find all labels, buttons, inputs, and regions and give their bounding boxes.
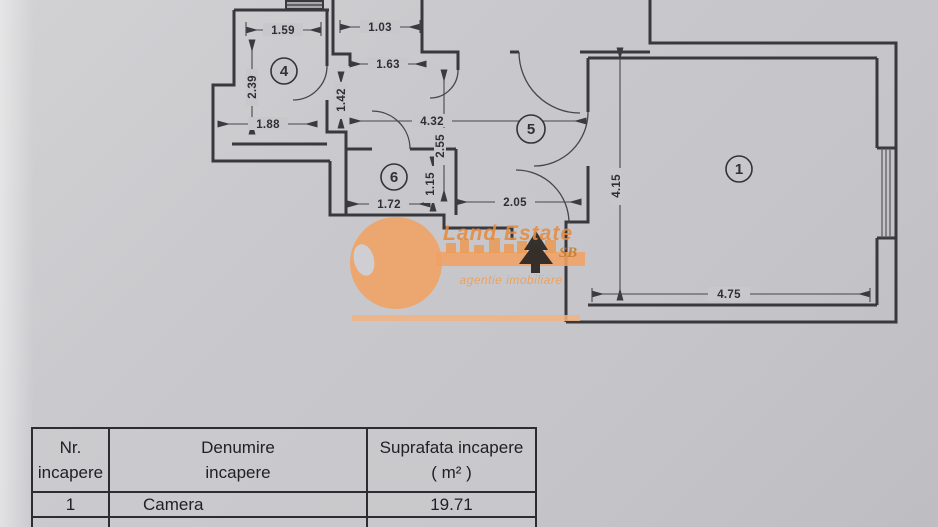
table-cell-denumire: Camera	[110, 493, 368, 516]
table-header-text: ( m² )	[431, 463, 472, 482]
dimension-label: 1.42	[336, 88, 348, 112]
svg-text:4: 4	[280, 63, 289, 80]
door-arc	[518, 51, 581, 114]
dimension-label: 2.39	[247, 75, 259, 99]
dimension-label: 2.05	[503, 197, 527, 209]
room-number-circle-4: 4	[270, 57, 298, 85]
table-header-text: incapere	[205, 463, 271, 482]
svg-text:5: 5	[527, 121, 535, 138]
door-arc	[533, 111, 589, 167]
window-glazing-right	[881, 148, 891, 238]
door-arc	[292, 65, 328, 101]
watermark-tagline: agentie imobiliare	[459, 273, 562, 287]
dimension-label: 4.15	[611, 174, 623, 198]
table-cell-nr: 1	[33, 493, 110, 516]
dimension-label: 2.55	[435, 134, 447, 158]
room-number-circle-6: 6	[380, 163, 408, 191]
table-header-text: Denumire	[201, 437, 275, 457]
table-cell-text: Camera	[143, 494, 204, 514]
table-row: 1 Camera 19.71	[33, 493, 535, 518]
table-cell-suprafata: 19.71	[368, 493, 535, 516]
table-header-suprafata: Suprafata incapere ( m² )	[368, 429, 535, 491]
area-table: Nr. incapere Denumire incapere Suprafata…	[31, 427, 537, 527]
watermark-tree-icon	[519, 231, 553, 273]
room-number-circle-1: 1	[725, 155, 753, 183]
dimension-label: 1.03	[368, 22, 392, 34]
table-header-nr: Nr. incapere	[33, 429, 110, 491]
dimension-label: 1.59	[271, 25, 295, 37]
dimension-label: 1.15	[425, 172, 437, 196]
dimension-label: 4.32	[420, 116, 444, 128]
door-arc	[371, 110, 411, 150]
floor-plan-svg: 1.59 1.03 2.39 1.63 1.42 1.88 4.32 2.55 …	[211, 0, 898, 324]
window-top-icon	[285, 0, 324, 10]
watermark-logo: Land Estate SB agentie imobiliare	[350, 217, 585, 321]
dimension-label: 4.75	[717, 289, 741, 301]
watermark-skyline-icon	[446, 238, 556, 253]
table-cell-text: 1	[65, 494, 76, 514]
room-number-circle-5: 5	[516, 114, 546, 144]
dimension-labels: 1.59 1.03 2.39 1.63 1.42 1.88 4.32 2.55 …	[246, 20, 750, 301]
table-header-text: Nr.	[59, 437, 82, 457]
watermark-monogram: SB	[559, 245, 577, 261]
table-header-row: Nr. incapere Denumire incapere Suprafata…	[33, 429, 535, 493]
door-arc	[429, 69, 459, 99]
door-arc	[515, 169, 570, 224]
table-header-text: incapere	[37, 463, 104, 482]
table-row-partial	[33, 518, 535, 527]
table-header-denumire: Denumire incapere	[110, 429, 368, 491]
door-arcs	[292, 51, 589, 224]
watermark-brand: Land Estate	[443, 222, 573, 245]
walls	[211, 0, 898, 324]
dimension-label: 1.63	[376, 59, 400, 71]
svg-text:6: 6	[390, 169, 398, 186]
table-cell-text: 19.71	[430, 494, 473, 514]
dimension-label: 1.88	[256, 119, 280, 131]
watermark-key-hole	[353, 244, 375, 276]
table-header-text: Suprafata incapere	[379, 437, 524, 457]
dimension-label: 1.72	[377, 199, 401, 211]
svg-text:1: 1	[735, 161, 743, 178]
watermark-underline	[352, 315, 580, 321]
watermark-key-bow	[350, 217, 442, 309]
room-labels: 4 5 6 1	[270, 57, 753, 191]
